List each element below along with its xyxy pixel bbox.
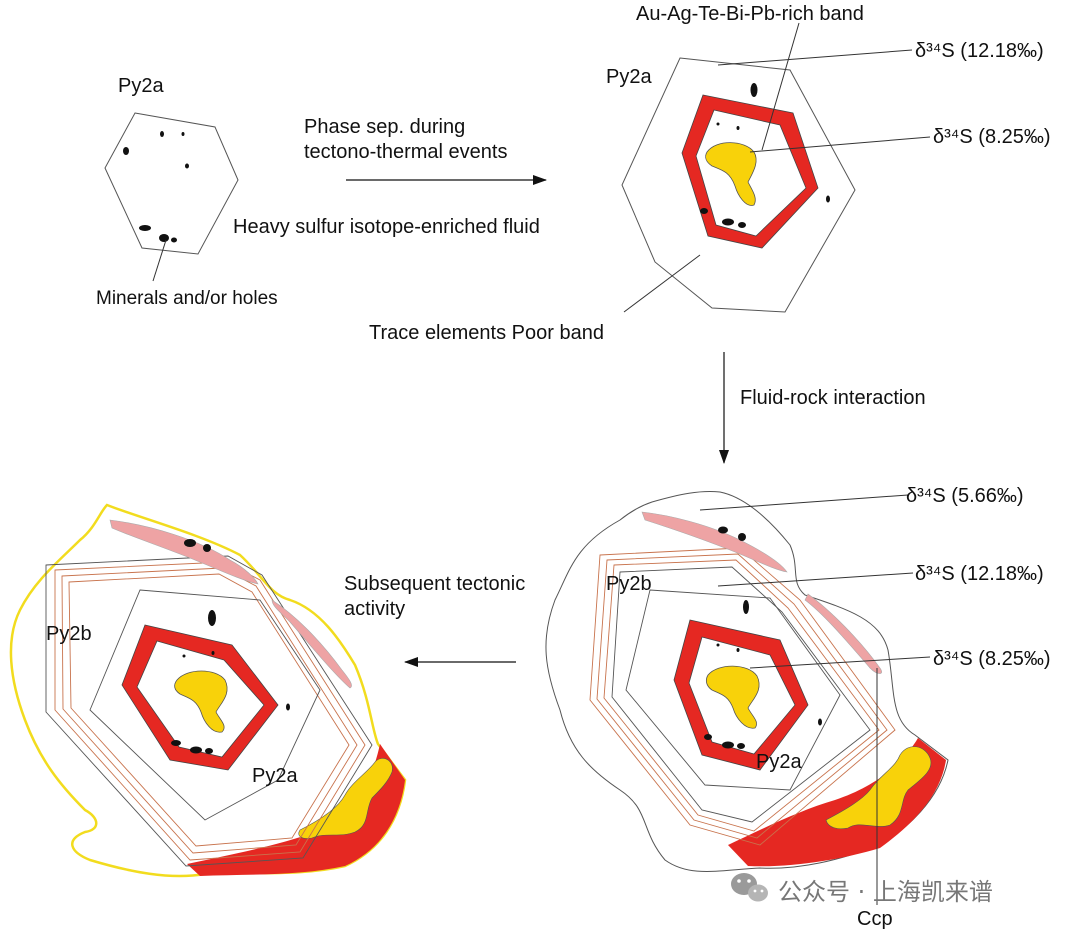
yellow-core-bl	[174, 670, 228, 733]
pink-band-right	[804, 593, 882, 674]
label-ccp: Ccp	[857, 908, 893, 930]
crystal-bottom-right	[545, 491, 949, 905]
inner-zoning-lines	[611, 566, 871, 823]
red-au-band	[681, 94, 819, 249]
leader-d34s-br-outer	[717, 572, 914, 587]
label-phase-sep-1: Phase sep. during	[304, 116, 465, 138]
yellow-chalcopyrite-bl	[298, 758, 393, 839]
py2a-outline	[104, 112, 239, 255]
leader-d34s-top-outer	[717, 49, 913, 66]
label-d34s-br-rim: δ³⁴S (5.66‰)	[906, 485, 1024, 507]
red-chalcopyrite-zone-bl	[187, 744, 405, 876]
label-py2b-bottom-right: Py2b	[606, 573, 652, 595]
label-d34s-top-outer: δ³⁴S (12.18‰)	[915, 40, 1044, 62]
core-inclusions	[700, 83, 830, 228]
crystal-top-left	[104, 112, 239, 282]
mineral-inclusions	[123, 131, 189, 243]
watermark: 公众号 · 上海凯来谱	[731, 873, 993, 906]
label-minerals-holes: Minerals and/or holes	[96, 288, 278, 309]
pink-band-right-bl	[271, 599, 352, 689]
leader-d34s-br-inner	[749, 656, 931, 669]
crystal-bottom-left	[9, 503, 407, 878]
label-subsequent-1: Subsequent tectonic	[344, 573, 525, 595]
label-d34s-br-outer: δ³⁴S (12.18‰)	[915, 563, 1044, 585]
crystal-top-right	[621, 22, 931, 313]
label-py2a-top-right: Py2a	[606, 66, 652, 88]
inner-zoning-lines-bl	[45, 555, 373, 867]
leader-d34s-top-inner	[749, 136, 931, 153]
wechat-icon	[731, 873, 768, 902]
label-heavy-sulfur: Heavy sulfur isotope-enriched fluid	[233, 216, 540, 238]
label-d34s-top-inner: δ³⁴S (8.25‰)	[933, 126, 1051, 148]
label-py2a-bottom-left: Py2a	[252, 765, 298, 787]
label-d34s-br-inner: δ³⁴S (8.25‰)	[933, 648, 1051, 670]
label-fluid-rock: Fluid-rock interaction	[740, 387, 926, 409]
pink-band-top	[641, 511, 788, 573]
yellow-chalcopyrite	[825, 746, 932, 830]
yellow-core-br	[705, 665, 760, 729]
label-trace-poor: Trace elements Poor band	[369, 322, 604, 344]
leader-minerals	[152, 239, 167, 282]
label-phase-sep-2: tectono-thermal events	[304, 141, 507, 163]
leader-trace-poor	[623, 254, 701, 313]
inclusions-bl	[171, 539, 290, 754]
leader-au-band	[761, 22, 800, 151]
label-py2a-bottom-right: Py2a	[756, 751, 802, 773]
label-au-band: Au-Ag-Te-Bi-Pb-rich band	[636, 3, 864, 25]
label-py2b-bottom-left: Py2b	[46, 623, 92, 645]
watermark-text: 公众号 · 上海凯来谱	[778, 878, 993, 906]
inclusions-br	[704, 526, 822, 749]
label-py2a-top-left: Py2a	[118, 75, 164, 97]
leader-d34s-br-rim	[699, 494, 909, 511]
red-au-band-bl	[121, 624, 279, 771]
red-au-band-br	[673, 619, 809, 771]
label-subsequent-2: activity	[344, 598, 405, 620]
pink-band-top-bl	[109, 519, 259, 585]
